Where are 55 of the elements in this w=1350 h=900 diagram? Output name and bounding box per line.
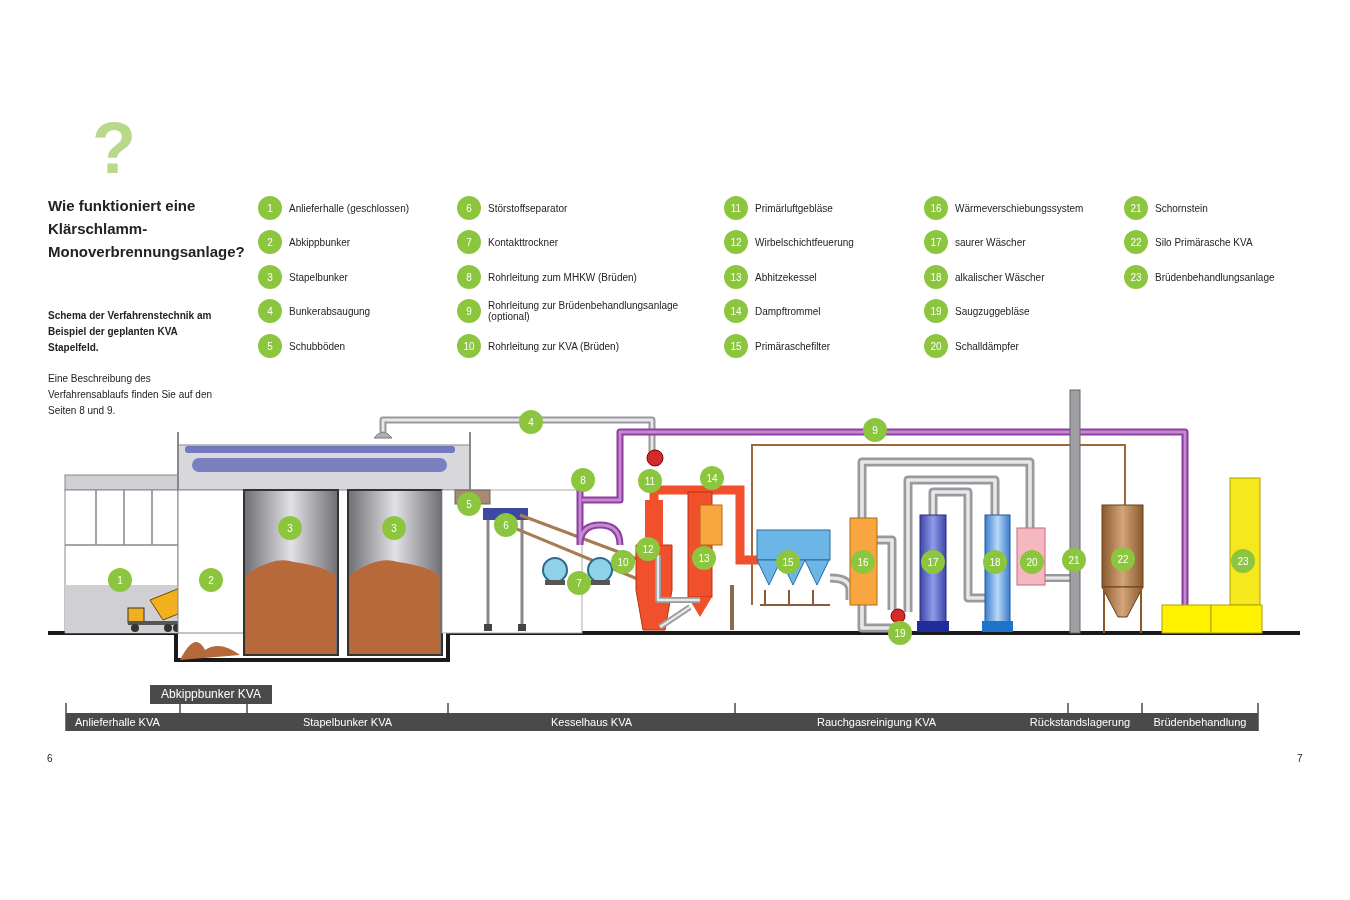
key-text: Störstoffseparator (488, 202, 569, 214)
callout-number: 2 (258, 230, 282, 254)
subtitle: Schema der Verfahrenstechnik am Beispiel der geplanten KVA Stapelfeld. (48, 309, 213, 355)
section-label: Stapelbunker KVA (301, 715, 394, 730)
key-text: Rohrleitung zur KVA (Brüden) (488, 340, 620, 352)
callout-number: 17 (924, 230, 948, 254)
section-label: Rauchgasreinigung KVA (815, 715, 937, 730)
callout-number: 11 (724, 196, 748, 220)
callout-number: 14 (700, 466, 724, 490)
callout-number: 9 (863, 418, 887, 442)
callout-number: 9 (457, 299, 481, 323)
key-text: Saugzuggebläse (955, 305, 1031, 317)
key-text: Rohrleitung zur Brüdenbehandlungsanlage (optional) (488, 300, 680, 322)
section-label: Rückstandslagerung (1028, 715, 1132, 730)
callout-number: 13 (724, 265, 748, 289)
key-text: Rohrleitung zum MHKW (Brüden) (488, 271, 638, 283)
key-text: Kontakttrockner (488, 236, 560, 248)
callout-number: 10 (457, 334, 481, 358)
callout-number: 14 (724, 299, 748, 323)
key-text: Silo Primärasche KVA (1155, 236, 1254, 248)
callout-number: 20 (924, 334, 948, 358)
callout-number: 11 (638, 469, 662, 493)
callout-number: 10 (611, 550, 635, 574)
callout-number: 5 (258, 334, 282, 358)
callout-number: 19 (924, 299, 948, 323)
question-mark: ? (92, 112, 136, 184)
callout-number: 3 (258, 265, 282, 289)
description-text: Eine Beschreibung des Verfahrensablaufs finden Sie auf den Seiten 8 und 9. (48, 372, 213, 418)
callout-number: 7 (457, 230, 481, 254)
callout-number: 1 (258, 196, 282, 220)
section-label: Brüdenbehandlung (1152, 715, 1248, 730)
section-label: Kesselhaus KVA (549, 715, 634, 730)
key-text: Schornstein (1155, 202, 1209, 214)
callout-number: 19 (888, 621, 912, 645)
key-text: Schalldämpfer (955, 340, 1020, 352)
callout-number: 22 (1124, 230, 1148, 254)
section-label: Anlieferhalle KVA (74, 715, 161, 730)
callout-number: 12 (636, 537, 660, 561)
callout-number: 21 (1124, 196, 1148, 220)
callout-number: 23 (1124, 265, 1148, 289)
callout-number: 4 (519, 410, 543, 434)
callout-number: 8 (571, 468, 595, 492)
title: Wie funktioniert eine Klärschlamm-Monoverbrennungsanlage? (48, 196, 246, 262)
key-text: Brüdenbehandlungsanlage (1155, 271, 1276, 283)
callout-number: 21 (1062, 548, 1086, 572)
callout-number: 18 (924, 265, 948, 289)
callout-number: 6 (457, 196, 481, 220)
callout-number: 15 (724, 334, 748, 358)
page-number: 7 (1297, 752, 1303, 766)
page-number: 6 (47, 752, 53, 766)
callout-number: 16 (924, 196, 948, 220)
section-label: Abkippbunker KVA (150, 685, 272, 704)
callout-number: 4 (258, 299, 282, 323)
callout-number: 12 (724, 230, 748, 254)
callout-number: 8 (457, 265, 481, 289)
